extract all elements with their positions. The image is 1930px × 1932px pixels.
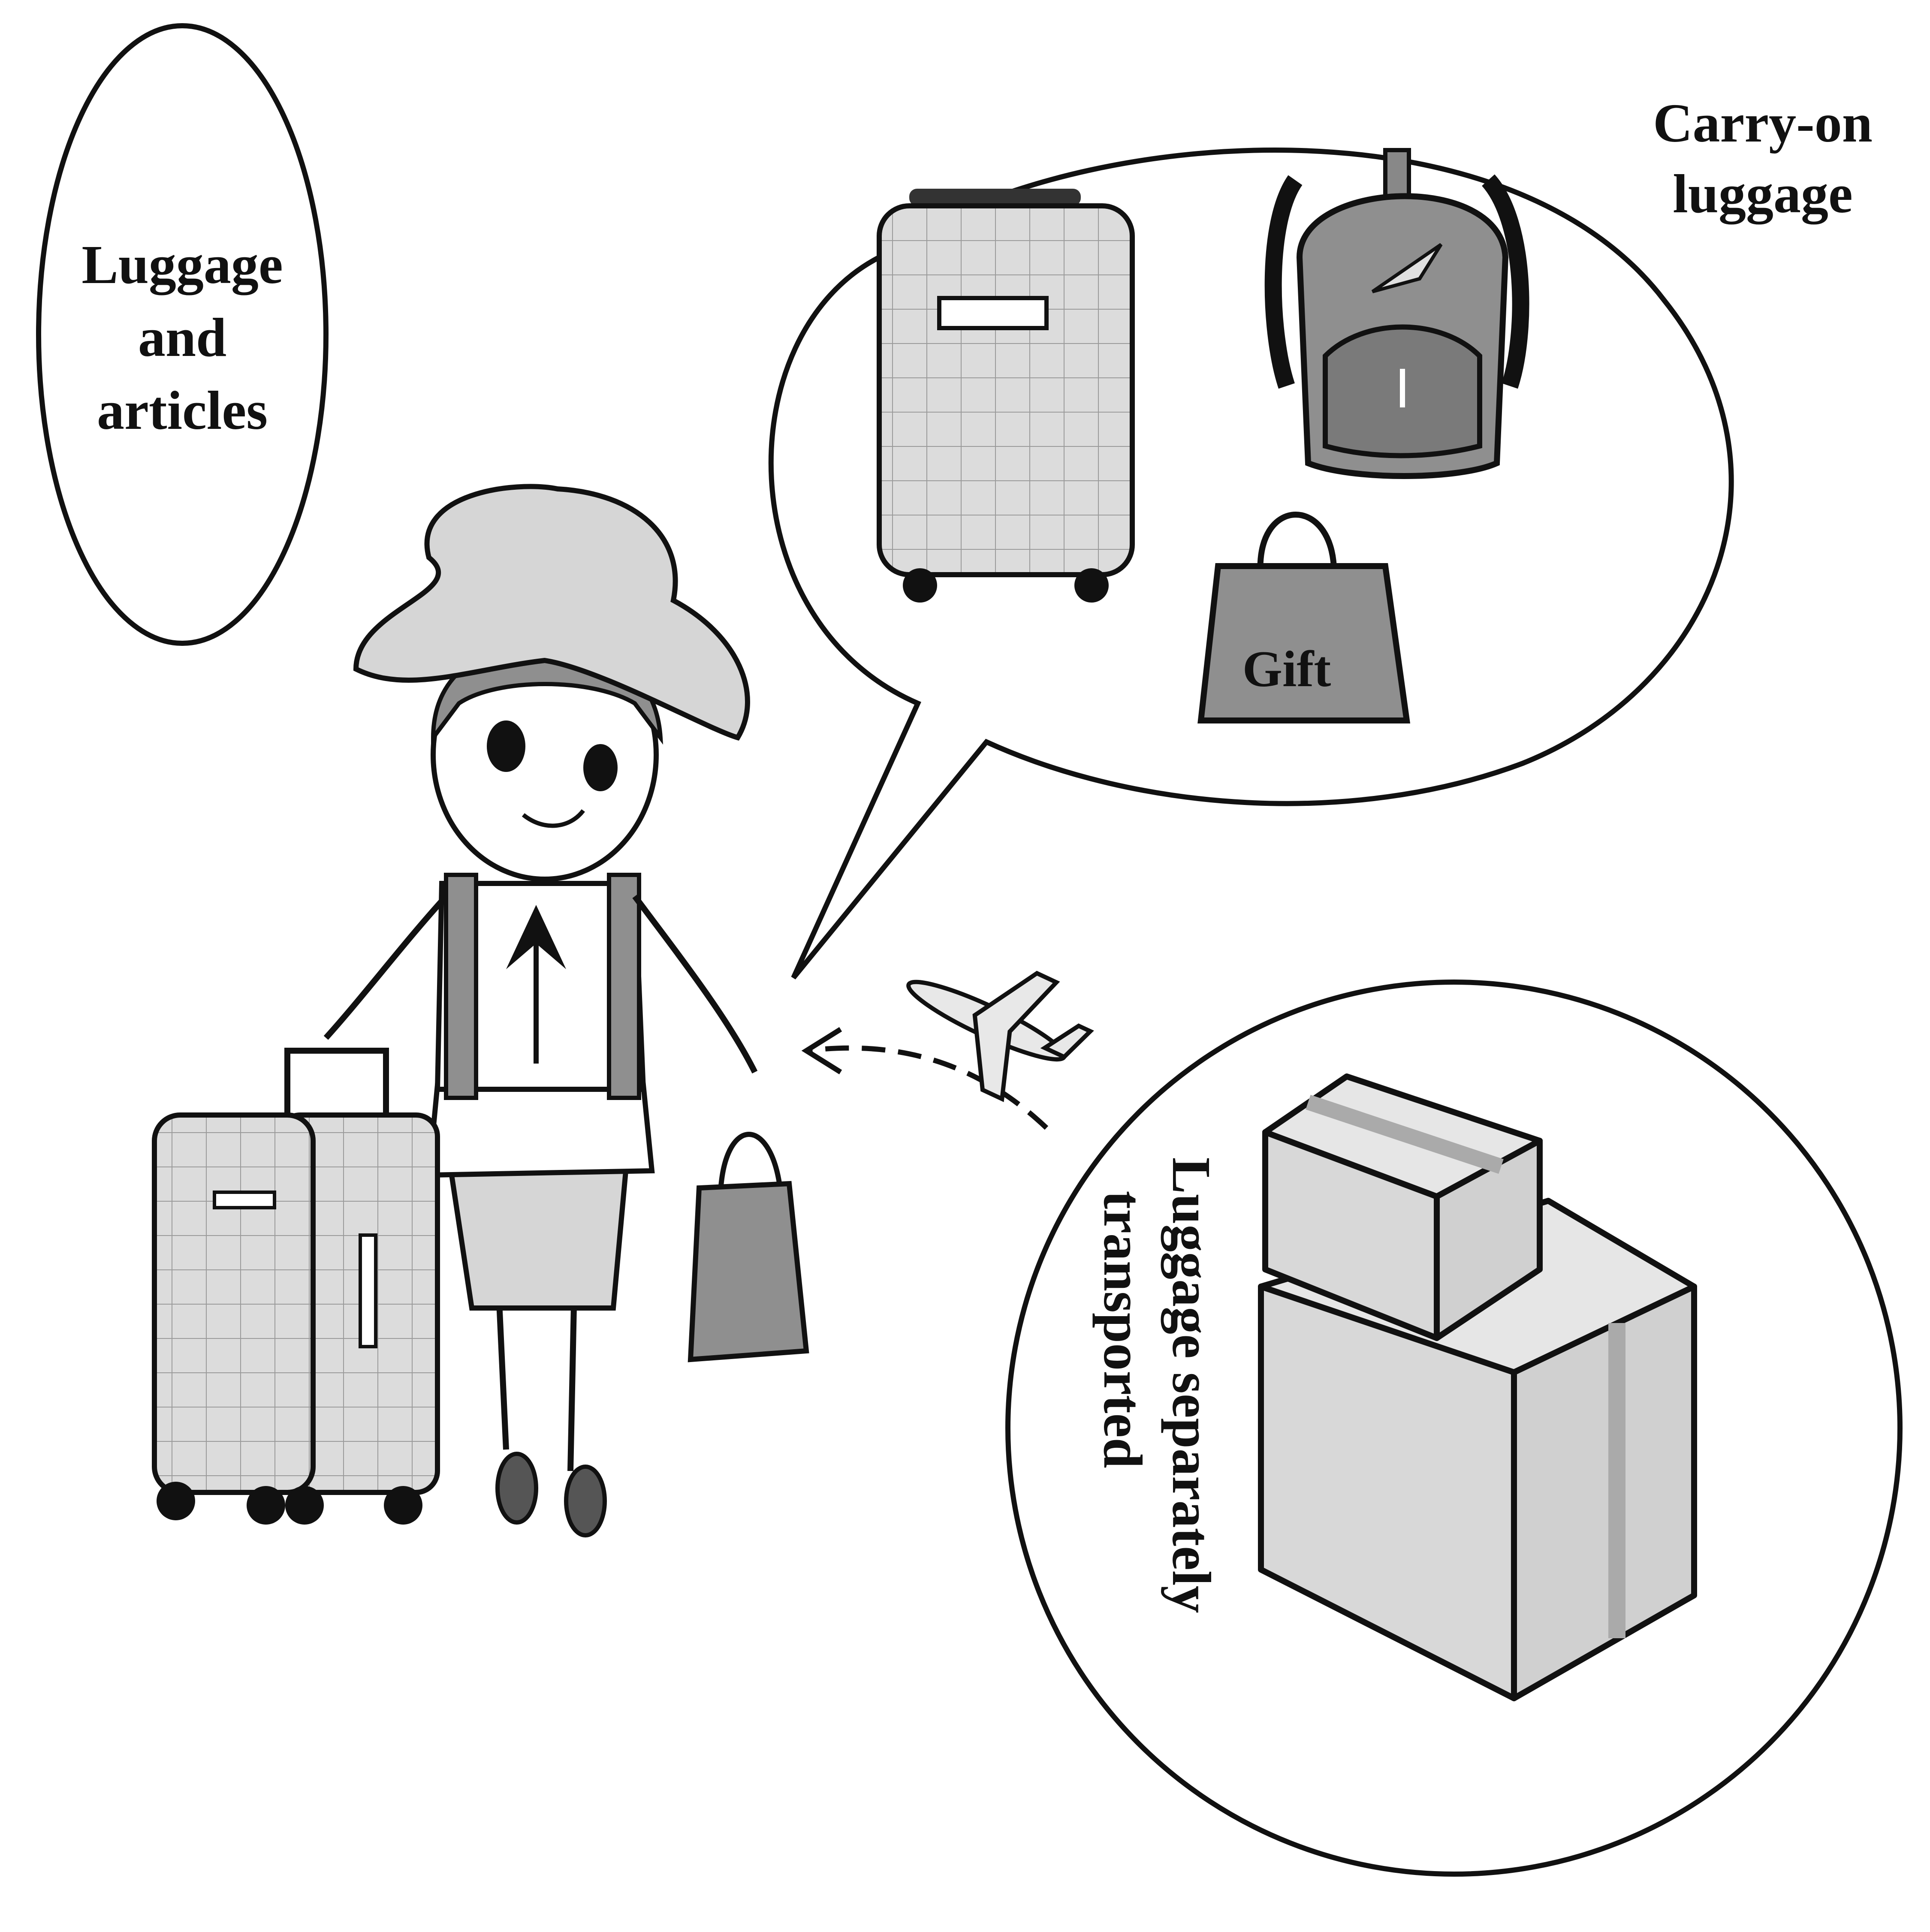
rear-suitcase-tag: [359, 1233, 377, 1348]
backpack-strap-left: [1264, 175, 1303, 389]
backpack-strap-right: [1481, 174, 1529, 389]
traveler-strap-left: [444, 873, 478, 1100]
wheel-4: [384, 1486, 422, 1525]
airplane-tail: [1040, 1023, 1094, 1060]
traveler-arm-left: [323, 894, 449, 1040]
traveler-shoe-right: [564, 1465, 607, 1537]
arrow-head-icon: [801, 1027, 842, 1075]
suitcase-wheel-right: [1074, 568, 1109, 603]
small-box-side: [1434, 1138, 1543, 1341]
large-box-side: [1511, 1284, 1697, 1701]
traveler-bow: [506, 905, 566, 969]
traveler-eye-right: [583, 744, 618, 791]
traveler-arm-right: [632, 894, 758, 1074]
airplane-wing: [972, 971, 1060, 1102]
carried-bag-body: [688, 1181, 809, 1362]
transport-arrow: [801, 1027, 1049, 1130]
gift-bag-icon: Gift: [1197, 512, 1411, 723]
suitcase-handle: [909, 189, 1081, 206]
wheel-2: [247, 1486, 285, 1525]
carry-on-label-line-2: luggage: [1673, 163, 1853, 224]
suitcase-label-slot: [937, 296, 1049, 330]
airplane-icon: [906, 971, 1094, 1102]
traveler-hat: [353, 484, 750, 741]
dashed-arrow-path: [806, 1045, 1049, 1130]
front-suitcase-body: [152, 1112, 316, 1495]
separately-label-line-1: Luggage separately: [1161, 1157, 1222, 1613]
traveler-strap-right: [607, 873, 641, 1100]
gift-label: Gift: [1242, 640, 1331, 697]
gift-bag-handle: [1257, 512, 1337, 579]
oval-label-line-1: Luggage: [81, 234, 283, 295]
oval-outline: [36, 23, 329, 646]
luggage-and-articles-bubble: Luggage and articles: [36, 23, 329, 646]
oval-label-line-3: articles: [97, 380, 268, 441]
traveler-eye-left: [487, 720, 525, 772]
suitcase-icon: [877, 189, 1135, 603]
separately-label-line-2: transported: [1092, 1191, 1153, 1468]
traveler-skirt: [447, 1164, 629, 1311]
front-suitcase-tag: [213, 1191, 276, 1209]
wheel-1: [157, 1482, 195, 1520]
traveler-figure: [323, 484, 758, 1537]
suitcase-body: [877, 203, 1135, 577]
wheel-3: [285, 1486, 324, 1525]
rolling-suitcases-icon: [152, 1048, 440, 1525]
traveler-torso: [434, 881, 646, 1092]
backpack-icon: [1264, 148, 1529, 479]
traveler-smile: [522, 809, 585, 828]
small-box-tape: [1306, 1094, 1504, 1174]
rotated-label: Luggage separately transported: [1092, 1157, 1222, 1613]
carried-bag-handle: [718, 1132, 783, 1193]
cardboard-box-icon: [1258, 1073, 1697, 1701]
carrot-patch-icon: [1371, 243, 1443, 293]
suitcase-wheel-left: [903, 568, 937, 603]
oval-label-line-2: and: [138, 307, 226, 368]
backpack-top-handle: [1383, 148, 1411, 199]
carry-on-label-line-1: Carry-on: [1653, 93, 1873, 154]
traveler-shoe-left: [495, 1452, 538, 1525]
carried-gift-bag-icon: [688, 1132, 809, 1362]
gift-bag-body: [1197, 563, 1411, 723]
